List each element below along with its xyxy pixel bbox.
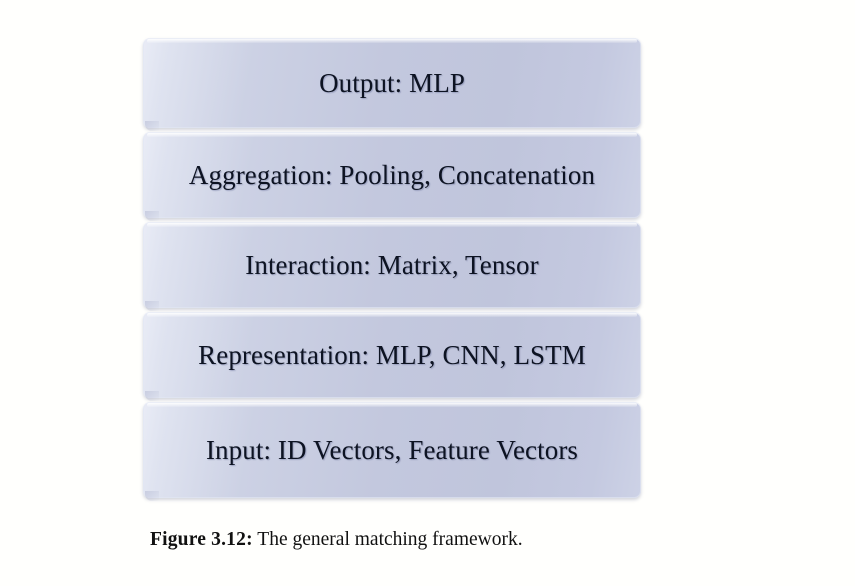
figure-caption: Figure 3.12: The general matching framew…	[150, 528, 710, 551]
layer-box-interaction: Interaction: Matrix, Tensor	[143, 222, 641, 311]
layer-label-aggregation: Aggregation: Pooling, Concatenation	[188, 159, 596, 190]
matching-framework-stack: Output: MLP Aggregation: Pooling, Concat…	[143, 38, 641, 501]
figure-caption-text: The general matching framework.	[252, 529, 523, 550]
figure-caption-label: Figure 3.12:	[150, 529, 253, 550]
layer-box-output: Output: MLP	[143, 38, 641, 131]
layer-label-output: Output: MLP	[319, 67, 465, 98]
layer-box-representation: Representation: MLP, CNN, LSTM	[143, 312, 641, 401]
layer-box-aggregation: Aggregation: Pooling, Concatenation	[143, 132, 641, 221]
layer-label-interaction: Interaction: Matrix, Tensor	[245, 249, 539, 280]
layer-box-input: Input: ID Vectors, Feature Vectors	[143, 402, 641, 501]
layer-label-representation: Representation: MLP, CNN, LSTM	[198, 339, 586, 370]
layer-label-input: Input: ID Vectors, Feature Vectors	[205, 434, 579, 465]
